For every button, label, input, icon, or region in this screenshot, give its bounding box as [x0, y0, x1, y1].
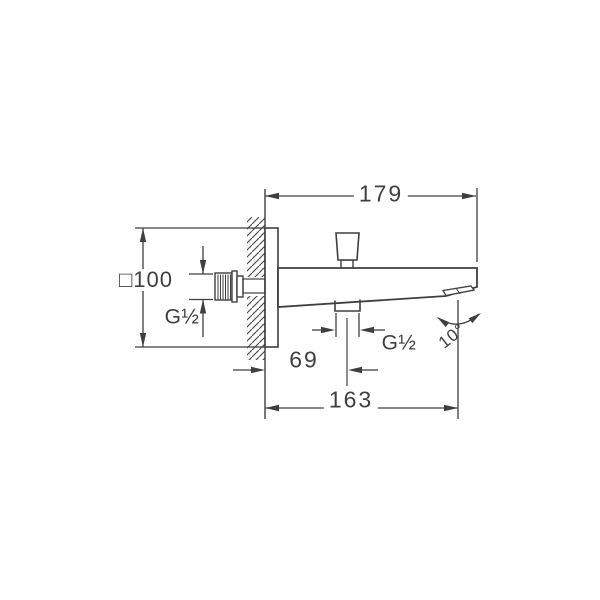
handshower-outlet	[334, 299, 361, 312]
dim-label-plate-size: □100	[115, 269, 177, 291]
wall-plate	[264, 227, 279, 348]
dimension-spout-angle	[437, 300, 481, 419]
aerator-outlet	[441, 285, 476, 297]
fitting-flange	[231, 270, 238, 303]
dimension-outlet-offset	[233, 318, 378, 386]
thread-label-wall: G½	[164, 305, 200, 329]
dimension-outlet-thread	[312, 313, 385, 337]
dimension-wall-thread	[189, 246, 213, 337]
wall-hatching	[247, 217, 265, 360]
fitting-nut	[236, 275, 244, 298]
dim-label-outlet-offset: 69	[289, 346, 319, 373]
dim-label-spout-reach: 163	[323, 388, 379, 412]
thread-fitting	[214, 270, 266, 303]
thread-label-outlet: G½	[381, 331, 417, 355]
diverter-knob	[335, 232, 360, 270]
dim-label-overall-length: 179	[353, 182, 409, 206]
threaded-rod	[242, 278, 266, 294]
spout-body	[277, 267, 478, 308]
thread-ridges	[217, 274, 231, 300]
